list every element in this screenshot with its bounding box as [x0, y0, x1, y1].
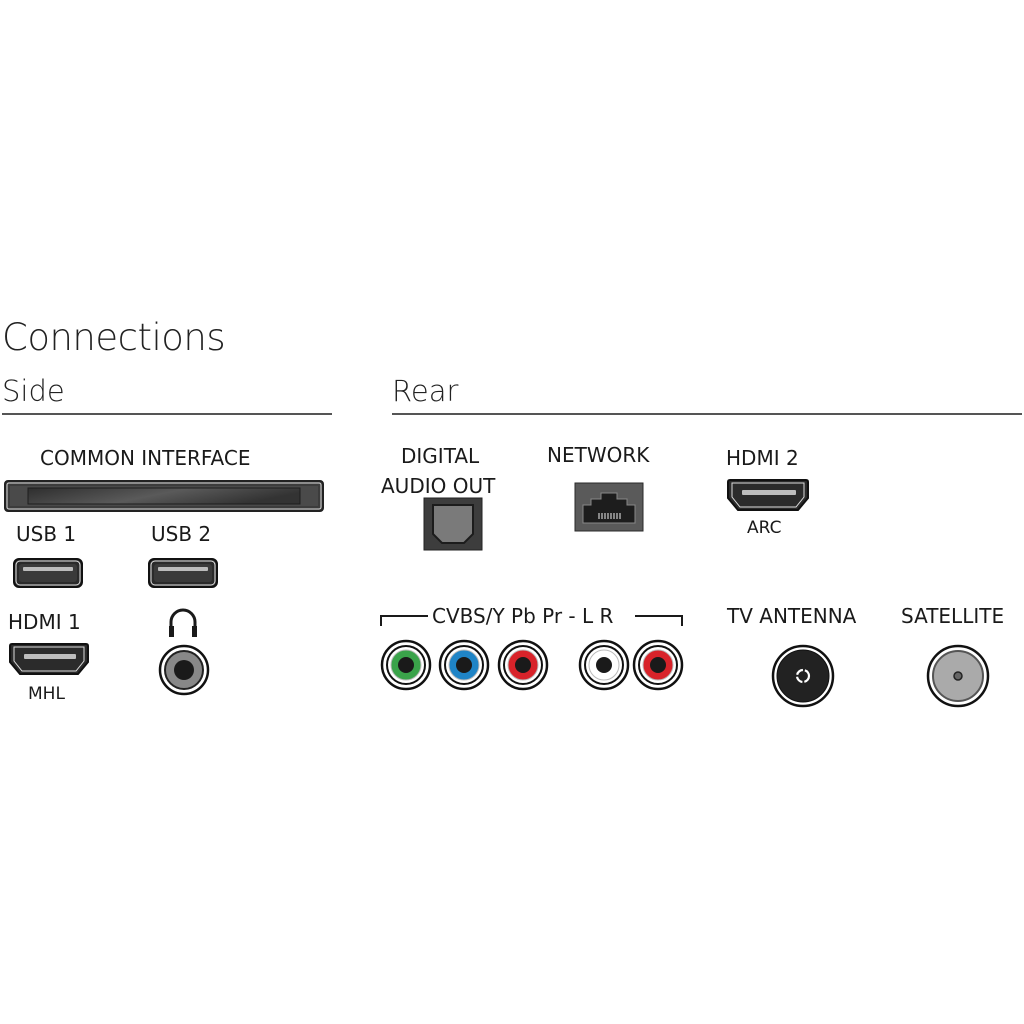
hdmi-port-icon [727, 479, 809, 511]
rca-jack-l [578, 639, 630, 691]
common-interface-label: COMMON INTERFACE [40, 446, 251, 470]
section-side-title: Side [2, 374, 65, 408]
hdmi-port-icon [9, 643, 89, 675]
rca-jack-pr [497, 639, 549, 691]
rca-jack-r [632, 639, 684, 691]
ethernet-port-icon [574, 482, 644, 532]
side-divider [2, 413, 332, 415]
digital-audio-label-2: AUDIO OUT [381, 474, 496, 498]
rear-divider [392, 413, 1022, 415]
usb-port-icon [148, 558, 218, 588]
section-rear-title: Rear [392, 374, 459, 408]
usb-port-icon [13, 558, 83, 588]
usb1-label: USB 1 [16, 522, 77, 546]
audio-jack-icon [158, 644, 210, 696]
headphones-icon [169, 608, 197, 637]
satellite-label: SATELLITE [901, 604, 1005, 628]
digital-audio-label-1: DIGITAL [401, 444, 480, 468]
hdmi2-sublabel: ARC [747, 518, 782, 538]
antenna-port-icon [771, 644, 835, 708]
hdmi1-label: HDMI 1 [8, 610, 81, 634]
optical-port-icon [423, 497, 483, 551]
rca-jack-y [380, 639, 432, 691]
page-title: Connections [2, 316, 226, 359]
tv-antenna-label: TV ANTENNA [727, 604, 857, 628]
rca-jack-pb [438, 639, 490, 691]
ci-slot-icon [4, 480, 324, 512]
component-bracket [380, 615, 683, 626]
hdmi2-label: HDMI 2 [726, 446, 799, 470]
satellite-port-icon [926, 644, 990, 708]
hdmi1-sublabel: MHL [28, 684, 65, 704]
usb2-label: USB 2 [151, 522, 212, 546]
network-label: NETWORK [547, 443, 650, 467]
component-label: CVBS/Y Pb Pr - L R [432, 604, 614, 628]
